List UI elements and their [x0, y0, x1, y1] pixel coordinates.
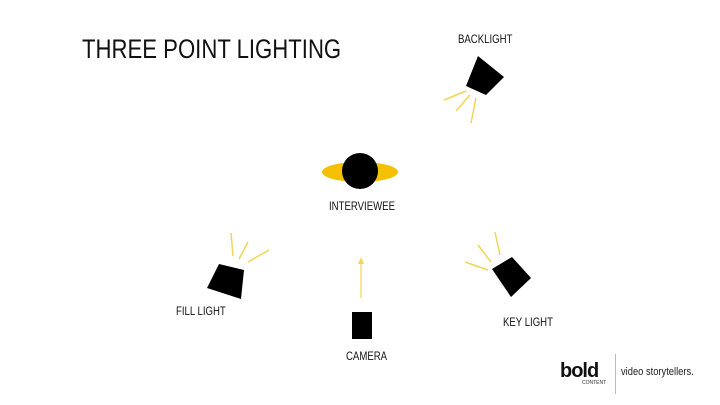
- key-light-label: KEY LIGHT: [503, 315, 553, 329]
- fill-light-lamp: [207, 232, 270, 299]
- logo-tagline: video storytellers.: [621, 366, 694, 378]
- interviewee: [322, 153, 398, 189]
- light-ray: [443, 90, 467, 101]
- light-ray: [470, 97, 477, 124]
- interviewee-label: INTERVIEWEE: [329, 199, 395, 213]
- fill-light-label: FILL LIGHT: [176, 304, 226, 318]
- camera-label: CAMERA: [346, 349, 388, 363]
- light-ray: [230, 232, 234, 257]
- light-ray: [238, 241, 249, 260]
- light-ray: [494, 231, 501, 256]
- logo-sub: CONTENT: [582, 380, 607, 386]
- camera: [352, 257, 372, 339]
- light-ray: [247, 249, 270, 263]
- page-title: THREE POINT LIGHTING: [82, 34, 342, 64]
- backlight-label: BACKLIGHT: [458, 32, 513, 46]
- logo-divider: [615, 354, 616, 394]
- key-light-lamp: [464, 231, 531, 297]
- light-ray: [455, 94, 471, 112]
- backlight-lamp: [443, 56, 504, 124]
- logo-brand: bold: [560, 360, 599, 382]
- light-ray: [477, 244, 492, 263]
- light-ray: [464, 261, 489, 271]
